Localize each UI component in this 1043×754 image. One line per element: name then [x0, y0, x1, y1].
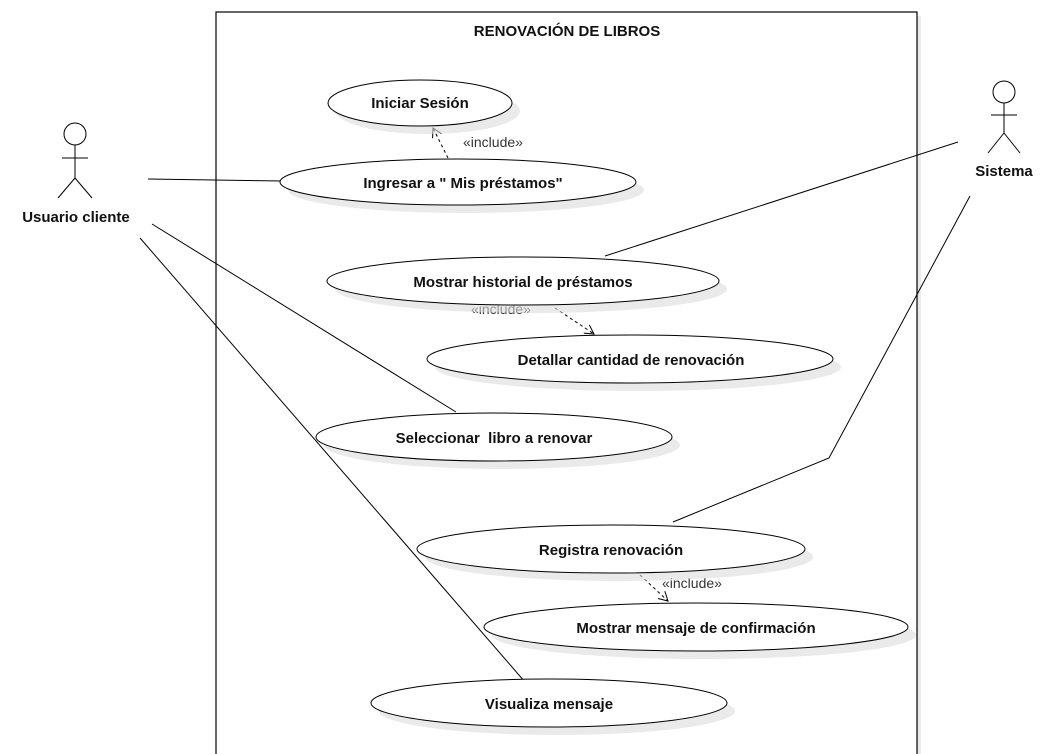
actor-system-label: Sistema [975, 163, 1033, 180]
use-case-select-book[interactable]: Seleccionar libro a renovar [315, 412, 680, 469]
include-label-login: «include» [463, 134, 523, 150]
use-case-detail[interactable]: Detallar cantidad de renovación [426, 334, 841, 391]
use-case-confirm[interactable]: Mostrar mensaje de confirmación [483, 602, 916, 659]
actor-system-head-icon [992, 80, 1016, 104]
actor-user-head-icon [63, 122, 87, 146]
assoc-system-register [672, 195, 971, 523]
use-case-register-label: Registra renovación [539, 542, 683, 559]
assoc-user-view-message [139, 237, 526, 683]
assoc-user-select-book [151, 223, 457, 413]
use-case-history[interactable]: Mostrar historial de préstamos [326, 256, 727, 313]
actor-user-label: Usuario cliente [22, 209, 130, 226]
use-case-my-loans[interactable]: Ingresar a " Mis préstamos" [279, 158, 644, 213]
use-case-register[interactable]: Registra renovación [416, 524, 813, 581]
use-case-history-label: Mostrar historial de préstamos [413, 274, 632, 291]
use-case-detail-label: Detallar cantidad de renovación [518, 352, 745, 369]
use-case-login[interactable]: Iniciar Sesión [327, 79, 520, 134]
actor-user[interactable] [57, 122, 93, 199]
use-case-select-book-label: Seleccionar libro a renovar [396, 430, 593, 447]
use-case-view-message[interactable]: Visualiza mensaje [370, 678, 735, 735]
assoc-user-my-loans [147, 178, 284, 182]
associations [139, 141, 971, 683]
use-case-login-label: Iniciar Sesión [371, 95, 469, 112]
boundary-title: RENOVACIÓN DE LIBROS [474, 22, 660, 40]
use-case-confirm-label: Mostrar mensaje de confirmación [576, 620, 815, 637]
assoc-system-history [604, 141, 959, 257]
actor-system[interactable] [987, 80, 1021, 154]
use-case-my-loans-label: Ingresar a " Mis préstamos" [363, 175, 562, 192]
use-case-view-message-label: Visualiza mensaje [485, 696, 613, 713]
